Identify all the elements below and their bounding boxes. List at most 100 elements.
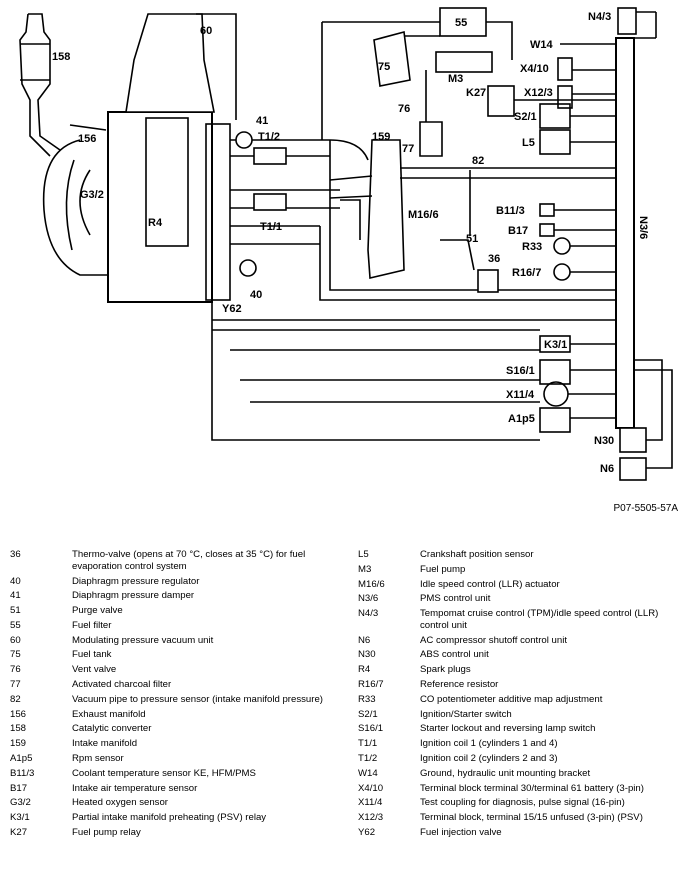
legend-desc: Rpm sensor — [72, 753, 124, 765]
legend-row: S2/1 Ignition/Starter switch — [358, 709, 688, 721]
legend-desc: PMS control unit — [420, 593, 491, 605]
label-k3-1: K3/1 — [544, 339, 567, 351]
label-a1p5: A1p5 — [508, 413, 535, 425]
legend-desc: Ignition/Starter switch — [420, 708, 512, 720]
legend-desc: Heated oxygen sensor — [72, 797, 168, 809]
legend-desc: Crankshaft position sensor — [420, 549, 534, 560]
legend-row: 77 Activated charcoal filter — [10, 679, 350, 691]
label-t1-1: T1/1 — [260, 221, 282, 233]
legend-desc: Activated charcoal filter — [72, 679, 172, 691]
legend-desc: Catalytic converter — [72, 723, 152, 735]
legend-desc: Coolant temperature sensor KE, HFM/PMS — [72, 767, 256, 779]
label-r33: R33 — [522, 241, 542, 253]
legend-desc: Modulating pressure vacuum unit — [72, 634, 214, 646]
legend-code: 77 — [10, 679, 21, 691]
legend-row: 60 Modulating pressure vacuum unit — [10, 635, 350, 647]
legend-desc: Thermo-valve (opens at 70 °C, closes at … — [72, 549, 306, 572]
legend-desc: ABS control unit — [420, 649, 489, 661]
legend-desc: Terminal block, terminal 15/15 unfused (… — [420, 812, 643, 824]
legend-row: G3/2 Heated oxygen sensor — [10, 797, 350, 809]
legend-desc: Diaphragm pressure regulator — [72, 575, 200, 587]
label-41: 41 — [256, 115, 268, 127]
legend-code: B17 — [10, 782, 28, 794]
label-77: 77 — [402, 143, 414, 155]
legend-code: 51 — [10, 605, 21, 617]
legend-desc: Ignition coil 2 (cylinders 2 and 3) — [420, 753, 558, 765]
legend-code: 156 — [10, 708, 27, 720]
label-76: 76 — [398, 103, 410, 115]
legend-row: B11/3 Coolant temperature sensor KE, HFM/… — [10, 768, 350, 780]
legend-code: S2/1 — [358, 708, 378, 720]
label-g3-2: G3/2 — [80, 189, 104, 201]
label-159: 159 — [372, 131, 390, 143]
legend-desc: Fuel pump relay — [72, 827, 141, 839]
legend-row: 41 Diaphragm pressure damper — [10, 590, 350, 602]
label-k27: K27 — [466, 87, 486, 99]
legend-desc: Diaphragm pressure damper — [72, 590, 195, 602]
legend-desc: Ignition coil 1 (cylinders 1 and 4) — [420, 738, 558, 750]
legend-code: 82 — [10, 693, 21, 705]
legend-desc: CO potentiometer additive map adjustment — [420, 693, 603, 705]
legend-row: 51 Purge valve — [10, 605, 350, 617]
legend-code: N6 — [358, 634, 371, 646]
label-40: 40 — [250, 289, 262, 301]
legend-desc: Reference resistor — [420, 679, 499, 691]
label-x4-10: X4/10 — [520, 63, 549, 75]
legend-code: 36 — [10, 549, 21, 560]
label-75: 75 — [378, 61, 390, 73]
legend-code: 60 — [10, 634, 21, 646]
legend-row: R33 CO potentiometer additive map adjustm… — [358, 694, 688, 706]
legend-code: R33 — [358, 693, 376, 705]
legend-desc: Idle speed control (LLR) actuator — [420, 578, 560, 590]
legend-code: B11/3 — [10, 767, 35, 779]
label-t1-2: T1/2 — [258, 131, 280, 143]
legend-desc: Vacuum pipe to pressure sensor (intake m… — [72, 693, 323, 705]
label-w14: W14 — [530, 39, 554, 51]
legend-code: R16/7 — [358, 679, 384, 691]
legend-code: T1/1 — [358, 738, 378, 750]
legend-row: T1/1 Ignition coil 1 (cylinders 1 and 4) — [358, 738, 688, 750]
legend-desc: Starter lockout and reversing lamp switc… — [420, 723, 596, 735]
legend-code: X11/4 — [358, 797, 383, 809]
legend-desc: Exhaust manifold — [72, 708, 146, 720]
legend-code: 76 — [10, 664, 21, 676]
legend-left: 36 Thermo-valve (opens at 70 °C, closes a… — [10, 549, 350, 842]
legend-desc: Intake air temperature sensor — [72, 782, 198, 794]
legend-desc: Partial intake manifold preheating (PSV)… — [72, 812, 267, 824]
legend-code: 41 — [10, 590, 21, 602]
legend-code: G3/2 — [10, 797, 31, 809]
legend-row: B17 Intake air temperature sensor — [10, 783, 350, 795]
legend-desc: Purge valve — [72, 605, 123, 617]
legend-desc: Intake manifold — [72, 738, 138, 750]
legend-row: 158 Catalytic converter — [10, 723, 350, 735]
legend-row: 156 Exhaust manifold — [10, 709, 350, 721]
legend-desc: Terminal block terminal 30/terminal 61 b… — [420, 782, 644, 794]
label-y62: Y62 — [222, 303, 242, 315]
label-51: 51 — [466, 233, 478, 245]
label-55: 55 — [455, 17, 467, 29]
label-s16-1: S16/1 — [506, 365, 535, 377]
legend-row: R16/7 Reference resistor — [358, 679, 688, 691]
label-m16-6: M16/6 — [408, 209, 439, 221]
label-r16-7: R16/7 — [512, 267, 541, 279]
legend-code: 55 — [10, 619, 21, 631]
legend-desc: Fuel injection valve — [420, 827, 502, 839]
legend-desc: Spark plugs — [420, 664, 471, 676]
legend-code: 158 — [10, 723, 27, 735]
label-l5: L5 — [522, 137, 535, 149]
